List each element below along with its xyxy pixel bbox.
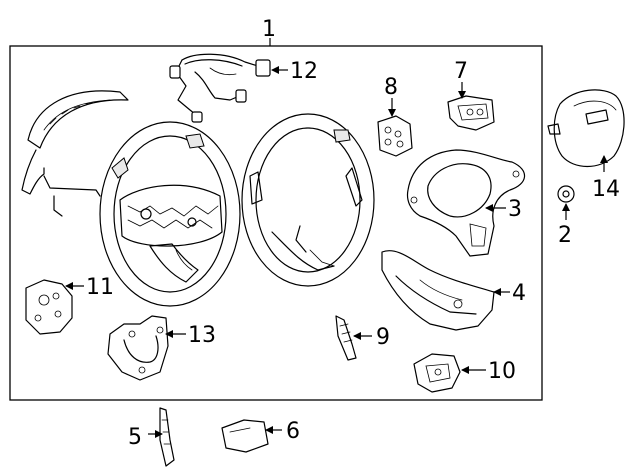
callout-6: 6 <box>286 419 300 444</box>
cover-part-6 <box>221 419 269 453</box>
nut-part-2 <box>557 185 575 203</box>
callout-2: 2 <box>558 223 572 248</box>
wiring-harness-part <box>169 53 271 123</box>
airbag-module-part-14 <box>547 89 625 167</box>
callout-10: 10 <box>488 359 516 384</box>
callout-4: 4 <box>512 281 526 306</box>
callout-14: 14 <box>592 177 620 202</box>
bracket-part-13 <box>107 315 169 381</box>
callout-5: 5 <box>128 425 142 450</box>
callout-3: 3 <box>508 197 522 222</box>
clip-part-9 <box>335 315 357 361</box>
callout-9: 9 <box>376 325 390 350</box>
callout-1: 1 <box>262 17 276 42</box>
steering-wheel-front <box>99 121 241 307</box>
switch-part-7 <box>447 95 495 131</box>
callout-12: 12 <box>290 59 318 84</box>
switch-part-8 <box>377 115 413 157</box>
lower-cover-part-4 <box>381 250 495 331</box>
plate-part-11 <box>25 279 73 335</box>
callout-8: 8 <box>384 75 398 100</box>
bezel-part-3 <box>406 149 526 257</box>
callout-11: 11 <box>86 275 114 300</box>
trim-part-5 <box>159 407 175 467</box>
assembly-frame <box>9 45 543 401</box>
steering-wheel-rear <box>241 113 375 287</box>
callout-7: 7 <box>454 59 468 84</box>
rim-trim-strip <box>21 90 129 217</box>
switch-part-10 <box>413 353 461 393</box>
callout-13: 13 <box>188 323 216 348</box>
